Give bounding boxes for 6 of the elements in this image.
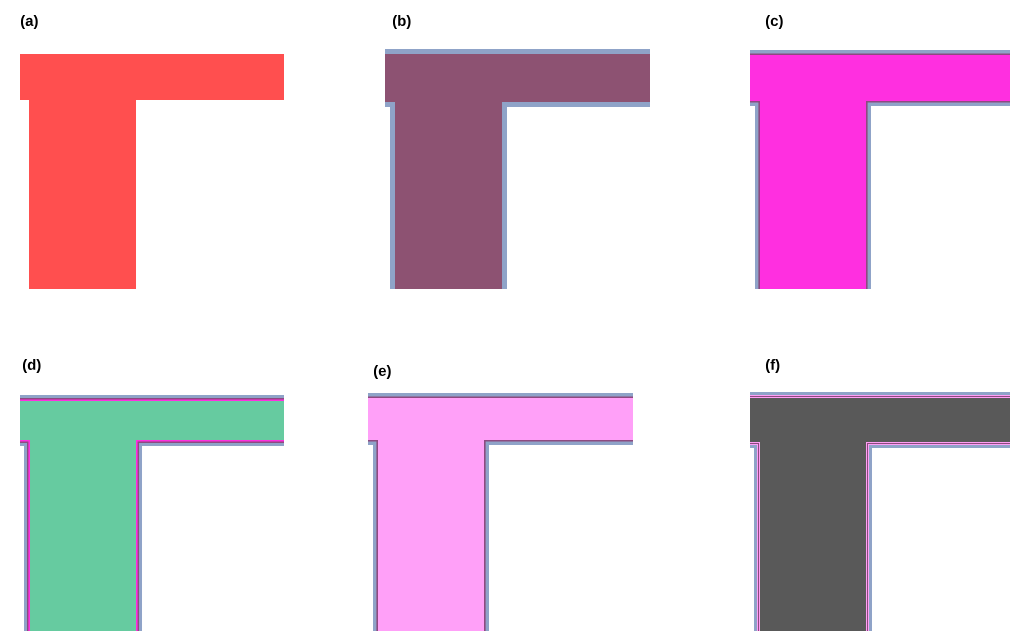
panel-label: (b) bbox=[392, 15, 411, 29]
panel-label: (d) bbox=[22, 359, 41, 373]
panel-label: (e) bbox=[373, 365, 391, 379]
panel-label: (a) bbox=[20, 15, 38, 29]
panel-label: (c) bbox=[765, 15, 783, 29]
panel-label: (f) bbox=[765, 359, 780, 373]
